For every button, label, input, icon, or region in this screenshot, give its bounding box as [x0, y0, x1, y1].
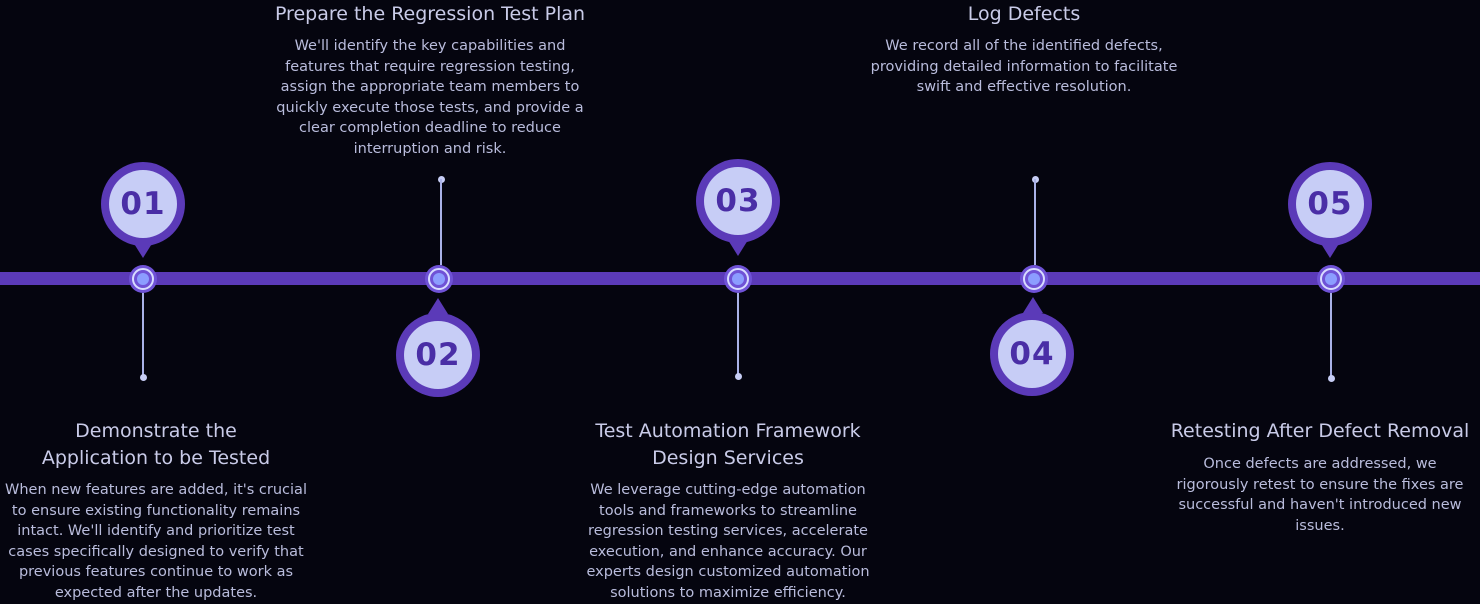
step-4-title: Log Defects — [967, 3, 1081, 25]
step-4-badge: 04 — [990, 312, 1074, 396]
step-3-description: We leverage cutting-edge automation tool… — [586, 482, 870, 601]
step-5-connector — [1330, 293, 1332, 378]
step-4-connector — [1034, 179, 1036, 265]
step-3-node — [724, 265, 752, 293]
step-3-connector — [737, 293, 739, 376]
step-5-connector-end — [1327, 374, 1335, 382]
step-1-node — [129, 265, 157, 293]
step-3-number: 03 — [704, 167, 772, 235]
step-3-title: Test Automation Framework Design Service… — [595, 420, 861, 469]
step-4-description: We record all of the identified defects,… — [870, 38, 1178, 95]
step-2-badge: 02 — [396, 313, 480, 397]
step-2-number: 02 — [404, 321, 472, 389]
step-5-node — [1317, 265, 1345, 293]
step-2-description: We'll identify the key capabilities and … — [276, 38, 584, 157]
step-3-badge: 03 — [696, 159, 780, 243]
step-5-title: Retesting After Defect Removal — [1170, 420, 1470, 442]
step-4-number: 04 — [998, 320, 1066, 388]
step-1-title: Demonstrate the Application to be Tested — [41, 420, 271, 469]
step-1-badge: 01 — [101, 162, 185, 246]
step-5-number: 05 — [1296, 170, 1364, 238]
step-2-node — [425, 265, 453, 293]
step-5-pointer — [1320, 242, 1340, 258]
step-2-connector — [440, 179, 442, 265]
step-1-description: When new features are added, it's crucia… — [5, 482, 307, 601]
step-1-number: 01 — [109, 170, 177, 238]
step-5-description: Once defects are addressed, we rigorousl… — [1176, 456, 1464, 534]
step-5-badge: 05 — [1288, 162, 1372, 246]
step-2-pointer — [428, 298, 448, 314]
step-3-pointer — [728, 240, 748, 256]
step-1-connector — [142, 293, 144, 377]
step-2-title: Prepare the Regression Test Plan — [274, 3, 586, 25]
step-4-node — [1020, 265, 1048, 293]
step-4-pointer — [1023, 297, 1043, 313]
step-1-pointer — [133, 242, 153, 258]
step-1-connector-end — [139, 373, 147, 381]
step-3-connector-end — [734, 372, 742, 380]
